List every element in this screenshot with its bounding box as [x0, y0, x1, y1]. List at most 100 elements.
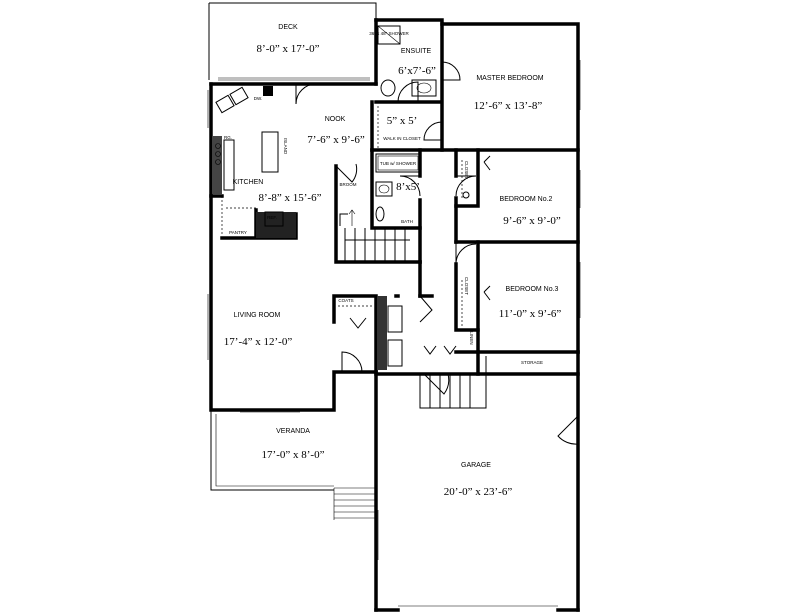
wall-stair	[334, 164, 422, 264]
burner-1	[215, 143, 221, 149]
bathtub-inner	[377, 155, 419, 171]
walkin-name: WALK IN CLOSET	[383, 136, 421, 141]
door-bedroom3	[455, 242, 477, 265]
storage-outline	[485, 356, 578, 375]
bathtub	[375, 153, 421, 173]
wall-pantry	[209, 194, 298, 240]
veranda-railing	[215, 414, 334, 487]
hatch-laundry	[377, 296, 387, 370]
veranda-name: VERANDA	[276, 428, 310, 435]
nook-chair-1	[215, 94, 235, 114]
room-labels: DECK 8’-0” x 17’-0” ENSUITE 6’x7’-6” MAS…	[224, 24, 562, 498]
bath-sink	[375, 181, 393, 197]
windows	[207, 60, 581, 607]
kitchen-island	[261, 131, 279, 173]
burner-2	[215, 151, 221, 157]
pantry-label: PANTRY	[229, 230, 247, 235]
ensuite-sink	[411, 79, 437, 97]
window-living	[207, 294, 211, 360]
door-deck	[295, 83, 317, 105]
bath-sink-bowl	[378, 184, 390, 194]
door-master-ensuite	[441, 61, 461, 81]
closet2-hanger	[462, 191, 470, 199]
dryer	[387, 339, 403, 367]
wall-closet2	[454, 148, 480, 208]
hatch-nook	[263, 86, 273, 96]
tub-label: TUB w/ SHOWER	[380, 161, 417, 166]
garage-stairs	[419, 374, 487, 409]
window-master	[577, 60, 581, 110]
living-name: LIVING ROOM	[234, 312, 281, 319]
door-front	[341, 351, 363, 373]
hatched-blocks	[212, 86, 387, 370]
window-kitchen	[207, 90, 211, 128]
garage-name: GARAGE	[461, 462, 491, 469]
fridge	[264, 211, 284, 227]
pantry-shelves	[221, 196, 256, 236]
storage-name: STORAGE	[521, 360, 543, 365]
bath-toilet	[375, 206, 385, 222]
burner-3	[215, 159, 221, 165]
window-bedroom3	[577, 262, 581, 318]
veranda-outline	[210, 410, 377, 491]
veranda-steps	[333, 487, 377, 520]
fixtures	[215, 25, 470, 367]
door-ensuite	[397, 81, 419, 103]
window-living-south	[240, 409, 300, 413]
window-bedroom2	[577, 170, 581, 208]
door-broom	[335, 163, 358, 183]
door-bedroom2	[455, 175, 477, 197]
rg-label: RG.	[224, 135, 232, 140]
ensuite-sink-bowl	[416, 82, 432, 94]
wall-bath-west	[370, 148, 422, 230]
nook-name: NOOK	[325, 116, 346, 123]
washer	[387, 305, 403, 333]
ensuite-toilet	[380, 79, 396, 97]
living-dim: 17’-4” x 12’-0”	[224, 336, 293, 348]
ensuite-shower-label: 36" x 48" SHOWER	[369, 31, 409, 36]
nook-chair-2	[229, 86, 249, 106]
door-closet3	[483, 285, 491, 301]
master-dim: 12’-6” x 13’-8”	[474, 100, 543, 112]
deck-outline	[208, 2, 377, 80]
hatch-kitchen-counter	[212, 136, 222, 194]
bedroom2-name: BEDROOM No.2	[500, 196, 553, 203]
island-label: ISLAND	[283, 138, 288, 155]
linen-label: LINEN	[469, 331, 474, 344]
deck-dim: 8’-0” x 17’-0”	[257, 43, 320, 55]
wall-linen	[454, 350, 480, 376]
kitchen-name: KITCHEN	[233, 179, 264, 186]
door-closet2	[483, 155, 491, 171]
kitchen-counter	[223, 139, 235, 191]
doors	[295, 61, 579, 445]
hatch-fridge-area	[256, 212, 296, 238]
stair-rail	[339, 213, 410, 241]
stair-arrow	[348, 209, 356, 226]
master-name: MASTER BEDROOM	[476, 75, 543, 82]
door-coats	[349, 317, 367, 329]
dw-label: DW.	[254, 96, 263, 101]
door-bath	[399, 175, 421, 197]
bath-dim: 8’x5’	[396, 181, 420, 193]
bedroom2-dim: 9’-6” x 9’-0”	[503, 215, 561, 227]
wall-west	[209, 82, 378, 412]
kitchen-dim: 8’-8” x 15’-6”	[259, 192, 322, 204]
coats-label: COATS	[338, 298, 353, 303]
door-garage-house	[423, 373, 450, 395]
door-laundry	[419, 295, 433, 323]
bedroom3-name: BEDROOM No.3	[506, 286, 559, 293]
broom-label: BROOM	[339, 182, 356, 187]
nook-dim: 7’-6” x 9’-6”	[307, 134, 365, 146]
stairs	[339, 209, 578, 409]
door-garage-side	[557, 415, 579, 445]
garage-dim: 20’-0” x 23’-6”	[444, 486, 513, 498]
fixture-labels: PANTRY REF. ISLAND DW. RG. BROOM COATS L…	[224, 31, 474, 345]
wall-coats	[332, 294, 378, 374]
window-deck	[218, 77, 370, 81]
ensuite-name: ENSUITE	[401, 48, 432, 55]
stair-treads	[344, 228, 406, 262]
bedroom3-dim: 11’-0” x 9’-6”	[499, 308, 562, 320]
veranda	[210, 410, 377, 520]
walkin-dim: 5” x 5’	[387, 115, 418, 127]
